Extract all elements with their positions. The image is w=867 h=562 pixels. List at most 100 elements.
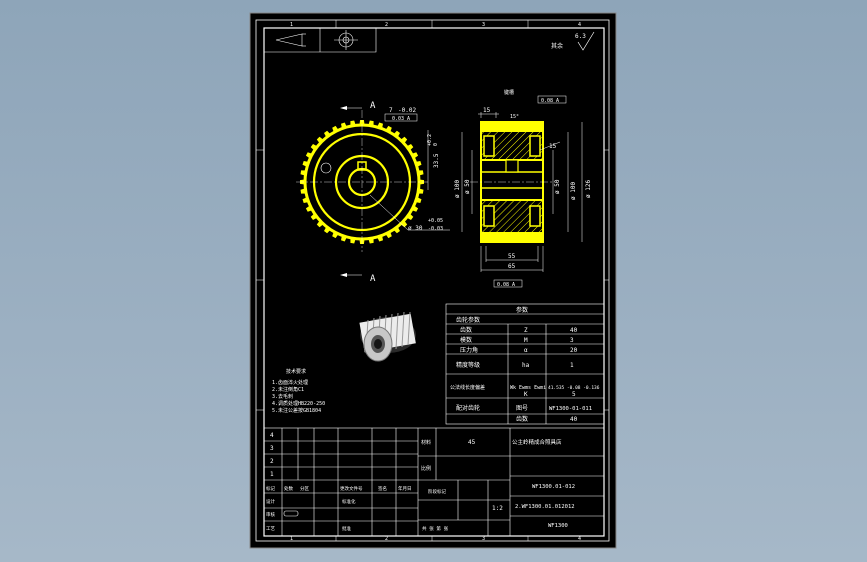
keyway-tol-low: 0: [433, 143, 439, 146]
param-name-4: 公法线长度偏差: [450, 384, 485, 391]
tech-notes: 技术要求 1.齿面淬火处理 2.未注倒角C1 3.去毛刺 4.调质处理HB220…: [272, 368, 325, 414]
sig-label-3: 工艺: [266, 526, 275, 532]
param-name-2: 压力角: [460, 346, 478, 354]
dia-web-right: ø 100: [570, 182, 577, 200]
part-name: 公主岭精成合照具店: [512, 438, 562, 446]
rev-row-2: 2: [270, 458, 274, 465]
sig-col-1: 标准化: [342, 498, 356, 505]
param-sym-2: α: [524, 347, 528, 354]
param-name-3: 精度等级: [456, 361, 480, 369]
border-tick-marks: [256, 20, 609, 541]
header-col-5: 签名: [378, 485, 387, 492]
dia-tip-right: ø 126: [585, 180, 592, 198]
roughness-corner-note: 其余: [551, 42, 563, 50]
tech-note-5: 5.未注公差按GB1804: [272, 407, 321, 414]
rev-row-4: 4: [270, 432, 274, 439]
tick-bottom-4: 4: [578, 536, 581, 542]
rev-row-3: 3: [270, 445, 274, 452]
hub-width-top: 15: [483, 107, 491, 114]
param-val-7: 40: [570, 416, 578, 423]
param-val-4: 41.535 -0.08 -0.136: [548, 385, 600, 391]
bore-dim: ø 30: [408, 225, 423, 232]
header-col-4: 更改文件号: [340, 485, 363, 492]
section-label-top: A: [370, 101, 376, 111]
keyway-tol-up: +0.2: [427, 134, 433, 146]
roughness-corner-value: 6.3: [575, 33, 586, 40]
tech-notes-title: 技术要求: [286, 368, 306, 375]
rev-row-1: 1: [270, 471, 274, 478]
scale-label: 比例: [421, 465, 431, 472]
sig-label-1: 设计: [266, 498, 275, 505]
bore-tol-low: -0.03: [428, 226, 443, 232]
section-label-bottom: A: [370, 274, 376, 284]
roughness-corner-symbol: 其余 6.3: [551, 31, 595, 51]
material-note: 键槽: [504, 89, 514, 96]
dia-hub-left: ø 50: [464, 179, 471, 194]
param-sym-0: Z: [524, 327, 528, 334]
tech-note-2: 2.未注倒角C1: [272, 386, 304, 393]
param-val-1: 3: [570, 337, 574, 344]
sig-label-2: 审核: [266, 511, 275, 518]
tick-bottom-3: 3: [482, 536, 485, 542]
params-title: 参数: [516, 306, 528, 314]
sig-col-2: 批准: [342, 525, 351, 532]
runout-top: 0.08 A: [541, 98, 559, 104]
param-sym-1: M: [524, 337, 528, 344]
tech-note-1: 1.齿面淬火处理: [272, 379, 308, 386]
params-table: [445, 303, 605, 425]
tick-top-2: 2: [385, 22, 388, 28]
drawing-no-3: WF1300: [548, 523, 568, 529]
param-val-3: 1: [570, 362, 574, 369]
sheet-count: 共 张 第 张: [422, 525, 449, 532]
runout-bottom: 0.08 A: [497, 282, 515, 288]
param-sym-4: Wk Ewms Ewmi: [510, 385, 546, 391]
border-ticks: 1 2 3 4 1 2 3 4: [290, 22, 581, 542]
material-label: 材料: [421, 439, 431, 446]
scale-value: 1:2: [492, 505, 503, 512]
param-name-6: 配对齿轮: [456, 404, 480, 412]
params-table-text: 参数 齿轮参数 齿数 Z 40 模数 M 3 压力角 α 20 精度等级 ha …: [450, 306, 600, 423]
tech-note-4: 4.调质处理HB220-250: [272, 400, 325, 407]
tick-top-1: 1: [290, 22, 293, 28]
param-sym-5: K: [524, 391, 528, 398]
keyway-dim: 33.5: [433, 153, 440, 168]
width-total: 65: [508, 263, 516, 270]
gear-front-view: A A 7 -0.02 0.03 A 33.5 +0.2 0 ø 30 +0.0…: [296, 101, 450, 284]
param-sym-3: ha: [522, 362, 530, 369]
title-block: [263, 427, 605, 537]
header-col-3: 分区: [300, 485, 309, 492]
title-block-text: 4 3 2 1 材料 45 公主岭精成合照具店 比例 标记 处数 分区 更改文件…: [266, 432, 575, 532]
param-val-2: 20: [570, 347, 578, 354]
param-name-1: 模数: [460, 336, 472, 344]
hub-width-right: 15: [549, 143, 557, 150]
angle-dim: 15°: [510, 114, 519, 120]
tick-bottom-2: 2: [385, 536, 388, 542]
tick-bottom-1: 1: [290, 536, 293, 542]
tick-top-4: 4: [578, 22, 581, 28]
params-subtitle: 齿轮参数: [456, 316, 480, 324]
projection-symbol: [263, 28, 377, 53]
front-tol-val: -0.02: [398, 107, 416, 114]
header-col-2: 处数: [284, 485, 293, 492]
material-value: 45: [468, 439, 476, 446]
stage-label: 阶段标记: [428, 488, 446, 495]
dia-outer-left: ø 100: [454, 180, 461, 198]
param-val-5: 5: [572, 391, 576, 398]
front-tol-box: 0.03 A: [392, 116, 410, 122]
drawing-no-1: WF1300.01-012: [532, 484, 575, 490]
tick-top-3: 3: [482, 22, 485, 28]
gear-3d-render: [359, 311, 416, 362]
gear-section-view: 0.08 A 键槽 15 15 15° ø 100 ø 50 ø 50 ø 10…: [454, 89, 592, 288]
drawing-no-2: 2.WF1300.01.012012: [515, 504, 575, 510]
header-col-6: 年月日: [398, 485, 412, 492]
param-val-0: 40: [570, 327, 578, 334]
tech-note-3: 3.去毛刺: [272, 393, 293, 400]
bore-tol-up: +0.05: [428, 218, 443, 224]
dia-hub-right: ø 50: [554, 179, 561, 194]
param-name-0: 齿数: [460, 326, 472, 334]
param-sym-7: 齿数: [516, 415, 528, 423]
header-col-1: 标记: [266, 485, 275, 492]
param-sym-6: 图号: [516, 405, 528, 412]
